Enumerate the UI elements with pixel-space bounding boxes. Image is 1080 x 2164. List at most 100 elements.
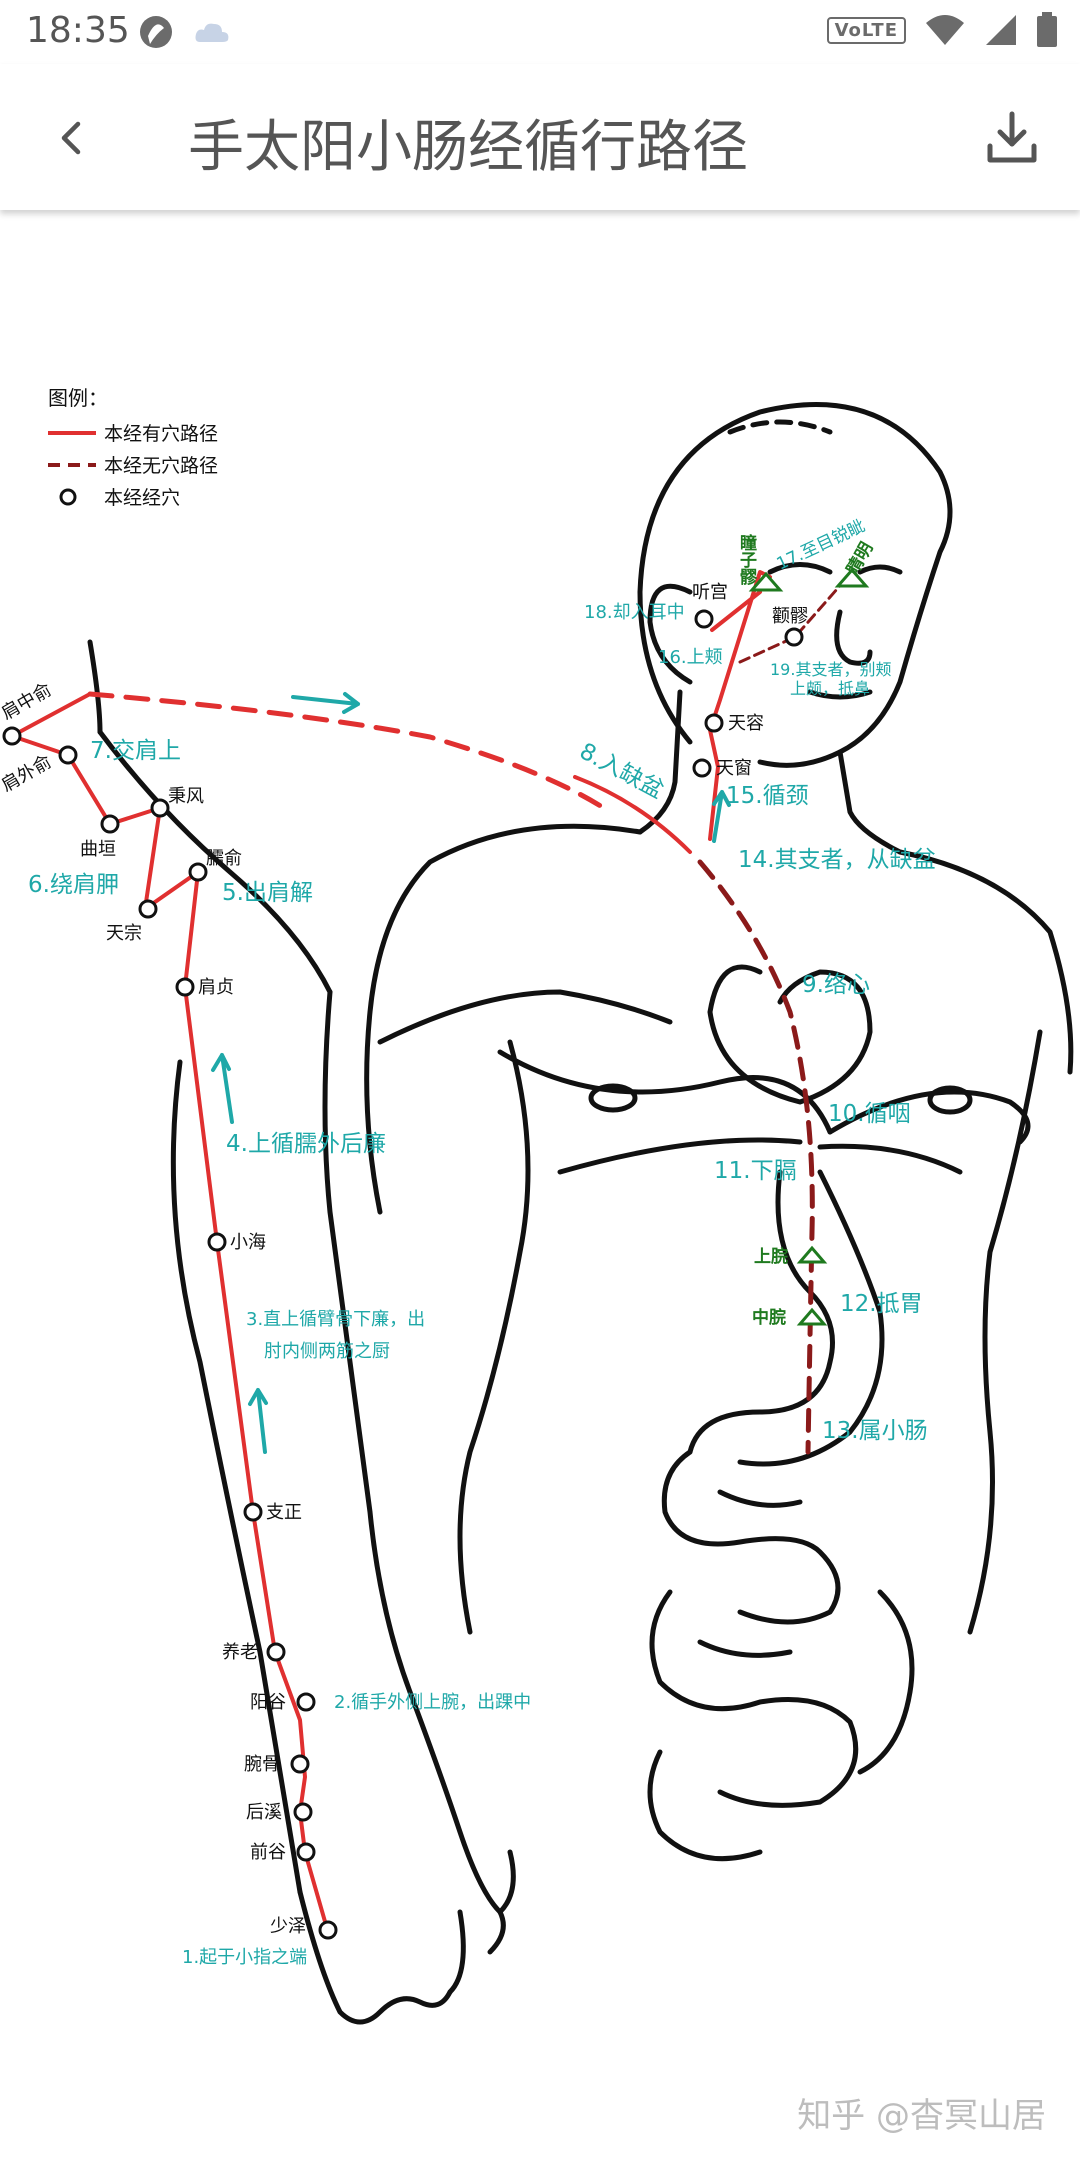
label-zhizheng: 支正 xyxy=(266,1502,302,1523)
download-button[interactable] xyxy=(980,106,1044,170)
label-yanggu: 阳谷 xyxy=(250,1692,286,1713)
step-3b: 肘内侧两筋之厨 xyxy=(264,1341,390,1362)
acupoint-zhongwan-marker xyxy=(796,1307,828,1326)
acupoint-labels-green: 瞳子髎 睛明 上脘 中脘 xyxy=(736,533,877,1328)
step-6: 6.绕肩胛 xyxy=(28,872,119,898)
meridian-diagram: 图例： 本经有穴路径 本经无穴路径 本经经穴 xyxy=(0,386,1074,2025)
acupoint-tinggong xyxy=(694,609,714,629)
arrow-upper-arm xyxy=(211,1053,234,1124)
cloud-icon xyxy=(195,23,229,42)
acupoint-qiangu xyxy=(296,1842,316,1862)
step-18: 18.却入耳中 xyxy=(584,602,685,623)
legend-point-symbol xyxy=(59,488,77,506)
label-qiangu: 前谷 xyxy=(250,1842,286,1863)
acupoint-jianwaishu xyxy=(58,745,78,765)
label-xiaohai: 小海 xyxy=(230,1232,266,1253)
meridian-shoulder-dashed xyxy=(87,691,613,815)
acupoint-naoshu xyxy=(188,862,208,882)
acupoint-yanglao xyxy=(266,1642,286,1662)
download-icon xyxy=(987,111,1037,163)
watermark: 知乎 @杳冥山居 xyxy=(797,2096,1046,2136)
battery-icon xyxy=(1037,12,1057,47)
step-8: 8.入缺盆 xyxy=(575,738,668,804)
step-3a: 3.直上循臂骨下廉，出 xyxy=(246,1309,425,1330)
label-shangwan: 上脘 xyxy=(754,1246,788,1267)
label-quyuan: 曲垣 xyxy=(80,839,116,860)
step-19b: 上颇，抵鼻 xyxy=(790,679,870,698)
step-9: 9.络心 xyxy=(802,972,870,998)
meridian-face-path xyxy=(710,590,762,632)
chevron-left-icon xyxy=(61,121,81,155)
label-yanglao: 养老 xyxy=(222,1642,258,1663)
status-time: 18:35 xyxy=(26,10,130,51)
acupoint-wangu xyxy=(290,1754,310,1774)
meridian-quepen-path xyxy=(573,775,692,854)
legend-dashed-label: 本经无穴路径 xyxy=(104,455,218,477)
arrow-forearm xyxy=(248,1388,268,1454)
label-tinggong: 听宫 xyxy=(692,582,728,603)
legend: 图例： 本经有穴路径 本经无穴路径 本经经穴 xyxy=(48,386,218,509)
acupoint-jingming-marker xyxy=(834,567,870,588)
wifi-icon xyxy=(926,15,964,45)
acupoint-xiaohai xyxy=(207,1232,227,1252)
label-bingfeng: 秉风 xyxy=(168,786,204,807)
label-tianrong: 天容 xyxy=(728,713,764,734)
status-bar: 18:35 VoLTE xyxy=(0,0,1080,64)
arrow-neck xyxy=(712,790,731,843)
meridian-arm-path xyxy=(10,692,330,1934)
acupoint-quyuan xyxy=(100,814,120,834)
meridian-path xyxy=(10,570,854,1934)
label-tianzong: 天宗 xyxy=(106,923,142,944)
label-tianchuang: 天窗 xyxy=(716,758,752,779)
step-7: 7.交肩上 xyxy=(90,738,181,764)
step-12: 12.抵胃 xyxy=(840,1291,923,1317)
meridian-diagram-image: 图例： 本经有穴路径 本经无穴路径 本经经穴 xyxy=(0,212,1080,2160)
acupoint-houxi xyxy=(293,1802,313,1822)
step-5: 5.出肩解 xyxy=(222,880,313,906)
step-16: 16.上颊 xyxy=(658,647,723,668)
step-labels: 1.起于小指之端 2.循手外侧上腕，出踝中 3.直上循臂骨下廉，出 肘内侧两筋之… xyxy=(28,516,936,1968)
acupoint-tongziliao-marker xyxy=(748,571,784,592)
acupoint-jianzhen xyxy=(175,977,195,997)
label-houxi: 后溪 xyxy=(246,1802,282,1823)
step-11: 11.下膈 xyxy=(714,1158,797,1184)
label-tongziliao: 瞳子髎 xyxy=(736,533,757,586)
acupoint-tianzong xyxy=(138,899,158,919)
acupoints xyxy=(2,609,804,1940)
step-4: 4.上循臑外后廉 xyxy=(226,1131,386,1157)
legend-solid-label: 本经有穴路径 xyxy=(104,423,218,445)
acupoint-yanggu xyxy=(296,1692,316,1712)
label-naoshu: 臑俞 xyxy=(206,848,242,869)
arrow-shoulder xyxy=(291,692,360,714)
label-jianzhen: 肩贞 xyxy=(198,977,234,998)
cell-signal-icon xyxy=(986,15,1016,45)
label-jianwaishu: 肩外俞 xyxy=(0,751,55,796)
status-right-icons: VoLTE xyxy=(826,12,1058,48)
step-15: 15.循颈 xyxy=(726,783,809,809)
legend-point-label: 本经经穴 xyxy=(104,487,180,509)
label-wangu: 腕骨 xyxy=(244,1754,280,1775)
status-left-icons xyxy=(138,14,232,50)
body-outline xyxy=(87,402,1074,2025)
step-13: 13.属小肠 xyxy=(822,1418,928,1444)
green-acupoints xyxy=(748,567,870,1326)
acupoint-shaoze xyxy=(318,1920,338,1940)
legend-title: 图例： xyxy=(48,386,108,410)
acupoint-jianzhongshu xyxy=(2,726,22,746)
app-bar: 手太阳小肠经循行路径 xyxy=(0,64,1080,210)
label-zhongwan: 中脘 xyxy=(752,1307,786,1328)
acupoint-labels: 肩中俞 肩外俞 秉风 曲垣 天宗 臑俞 肩贞 小海 支正 养老 阳谷 腕骨 后溪… xyxy=(0,582,808,1937)
label-jingming: 睛明 xyxy=(843,539,877,578)
acupoint-tianrong xyxy=(704,713,724,733)
meridian-inner-dashed xyxy=(697,859,815,1455)
label-shaoze: 少泽 xyxy=(270,1916,306,1937)
label-quanliao: 颧髎 xyxy=(772,606,808,627)
step-19a: 19.其支者，别颊 xyxy=(770,660,891,679)
acupoint-bingfeng xyxy=(150,798,170,818)
step-10: 10.循咽 xyxy=(828,1101,911,1127)
back-button[interactable] xyxy=(44,108,104,168)
meridian-cheek-path xyxy=(738,570,854,664)
acupoint-quanliao xyxy=(784,627,804,647)
volte-badge: VoLTE xyxy=(826,16,906,44)
app-notification-icon xyxy=(140,16,172,48)
